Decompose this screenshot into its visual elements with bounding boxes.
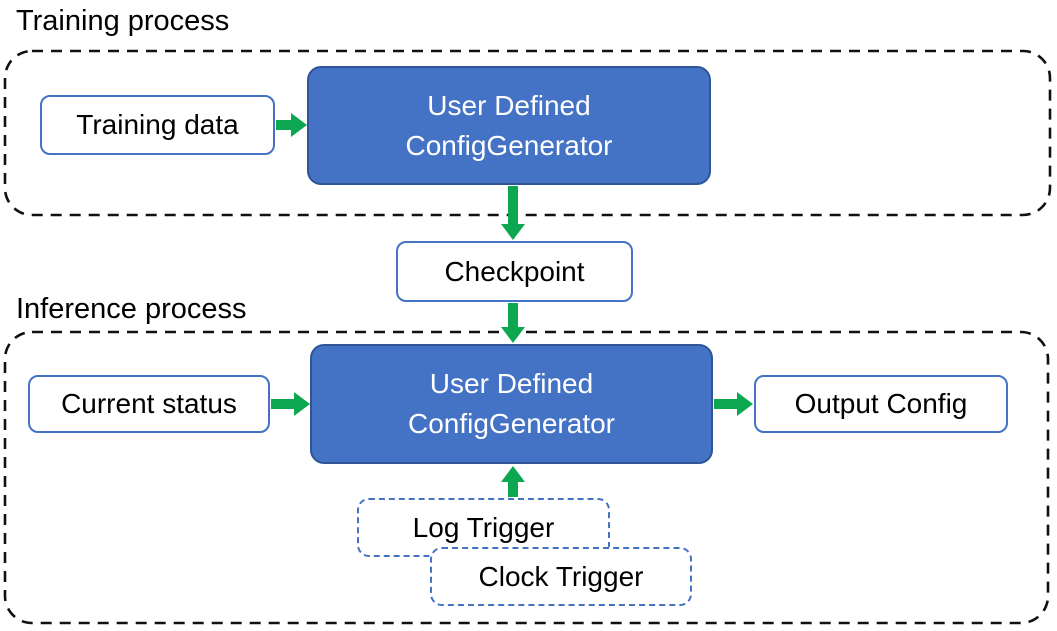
inference-generator-line1: User Defined — [429, 368, 594, 400]
training-process-title: Training process — [16, 5, 230, 37]
training-generator-line1: User Defined — [427, 89, 591, 121]
training-generator-line2: ConfigGenerator — [405, 129, 613, 161]
inference-config-generator-box: User Defined ConfigGenerator — [310, 344, 713, 464]
current-status-label: Current status — [61, 388, 237, 419]
arrow-training-data-to-generator — [276, 113, 307, 137]
clock-trigger-label: Clock Trigger — [478, 560, 644, 592]
clock-trigger-box: Clock Trigger — [430, 547, 692, 606]
training-config-generator-box: User Defined ConfigGenerator — [307, 66, 711, 185]
arrow-current-status-to-generator — [271, 392, 310, 416]
arrow-triggers-to-generator — [501, 466, 525, 497]
arrow-checkpoint-to-generator — [501, 303, 525, 343]
checkpoint-box: Checkpoint — [396, 241, 633, 302]
current-status-box: Current status — [28, 375, 270, 433]
checkpoint-label: Checkpoint — [444, 255, 585, 287]
output-config-box: Output Config — [754, 375, 1008, 433]
training-data-label: Training data — [76, 109, 239, 140]
inference-process-title: Inference process — [16, 293, 247, 325]
arrow-generator-to-checkpoint — [501, 186, 525, 240]
inference-generator-line2: ConfigGenerator — [407, 408, 615, 439]
log-trigger-label: Log Trigger — [412, 511, 555, 543]
arrow-generator-to-output-config — [714, 392, 753, 416]
training-data-box: Training data — [40, 95, 275, 155]
output-config-label: Output Config — [794, 388, 968, 419]
